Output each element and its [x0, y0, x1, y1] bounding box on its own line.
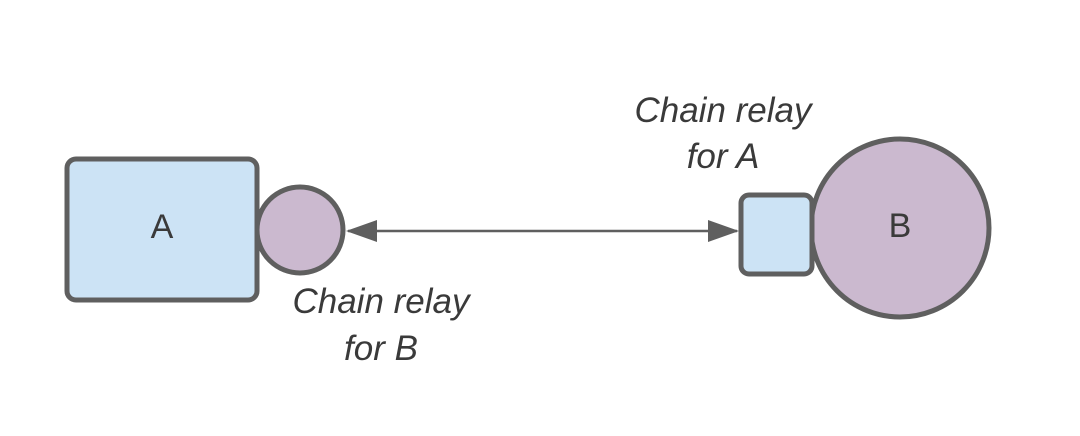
caption-relay-for-b-line2: for B — [344, 329, 418, 368]
caption-relay-for-a-line1: Chain relay — [634, 91, 814, 130]
relay-for-a-square — [738, 192, 815, 277]
caption-relay-for-a: Chain relay for A — [634, 91, 814, 176]
caption-relay-for-a-line2: for A — [687, 137, 760, 176]
arrowhead-right-icon — [708, 220, 739, 242]
node-b-label: B — [889, 207, 912, 245]
node-a-label: A — [151, 208, 174, 246]
bidirectional-arrow — [346, 220, 739, 242]
node-a: A — [64, 156, 260, 303]
caption-relay-for-b: Chain relay for B — [292, 282, 472, 368]
node-b: B — [808, 136, 992, 320]
relay-for-b-circle — [254, 184, 346, 276]
arrowhead-left-icon — [346, 220, 377, 242]
caption-relay-for-b-line1: Chain relay — [292, 282, 472, 321]
